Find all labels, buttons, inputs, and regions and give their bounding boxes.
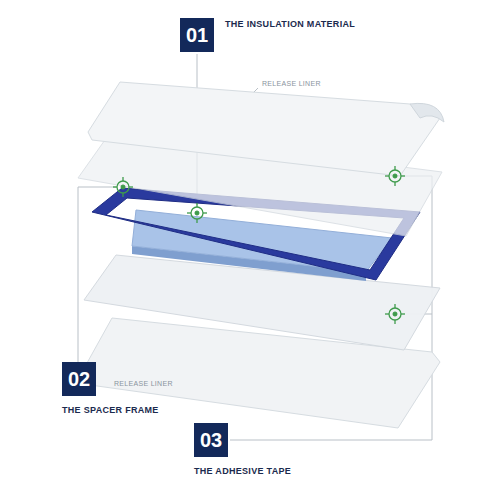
part-label: RELEASE LINER	[260, 80, 323, 87]
target-marker	[385, 166, 405, 186]
top-release-liner	[88, 82, 444, 176]
liner-sheet	[88, 82, 440, 176]
target-marker	[113, 177, 133, 197]
callout-number: 02	[62, 362, 96, 396]
lower-adhesive-sheet	[84, 255, 440, 350]
part-label: RELEASE LINER	[112, 380, 175, 387]
callout-number: 03	[194, 423, 228, 457]
liner-curl	[410, 103, 444, 122]
callout-number: 01	[180, 18, 214, 52]
target-marker	[385, 304, 405, 324]
target-marker	[187, 203, 207, 223]
part-name: THE INSULATION MATERIAL	[225, 19, 355, 29]
callout: 03THE ADHESIVE TAPE	[194, 423, 228, 457]
callout: 02THE SPACER FRAME	[62, 362, 96, 396]
part-name: THE SPACER FRAME	[62, 405, 159, 415]
adhesive-sheet	[84, 255, 440, 350]
callout: 01THE INSULATION MATERIAL	[180, 18, 214, 52]
part-name: THE ADHESIVE TAPE	[194, 466, 291, 476]
target-markers	[113, 166, 405, 324]
